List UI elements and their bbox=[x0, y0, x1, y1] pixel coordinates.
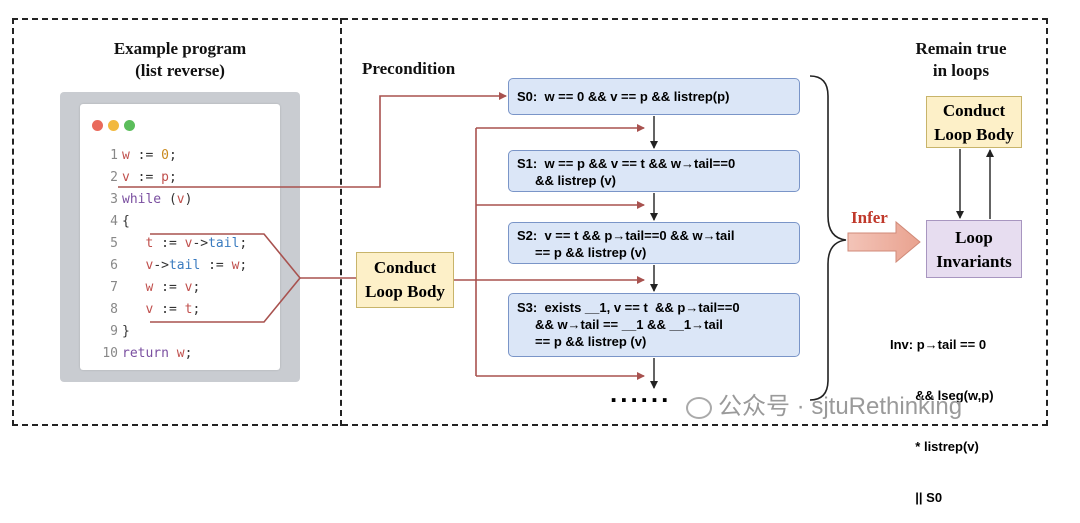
title-line-2: (list reverse) bbox=[135, 61, 225, 80]
loop-invariants-box: Loop Invariants bbox=[926, 220, 1022, 278]
line-number: 1 bbox=[110, 148, 118, 163]
state-s3-line2: && w→tail == __1 && __1→tail bbox=[517, 317, 723, 332]
example-program-title: Example program (list reverse) bbox=[70, 38, 290, 82]
code-text: v->tail := w; bbox=[145, 258, 248, 273]
infer-arrow bbox=[847, 220, 921, 264]
code-text: v := p; bbox=[122, 170, 177, 185]
state-s3-line3: == p && listrep (v) bbox=[517, 334, 647, 349]
line-number: 8 bbox=[110, 302, 118, 317]
line-number: 7 bbox=[110, 280, 118, 295]
state-box-s1: S1: w == p && v == t && w→tail==0 && lis… bbox=[508, 150, 800, 192]
watermark-text: 公众号 · sjtuRethinking bbox=[718, 393, 963, 420]
conduct-line-2: Loop Body bbox=[365, 282, 445, 301]
code-text: } bbox=[122, 324, 130, 339]
wechat-logo-icon bbox=[686, 396, 712, 419]
state-s1-line2: && listrep (v) bbox=[517, 173, 616, 188]
curly-brace bbox=[809, 75, 847, 401]
code-text: w := v; bbox=[145, 280, 201, 295]
loop-body-top-line bbox=[150, 233, 356, 279]
state-box-s2: S2: v == t && p→tail==0 && w→tail == p &… bbox=[508, 222, 800, 264]
state-s2-line1: S2: v == t && p→tail==0 && w→tail bbox=[517, 228, 735, 243]
connector-layer bbox=[118, 75, 994, 401]
code-text: v := t; bbox=[145, 302, 201, 317]
line-number: 9 bbox=[110, 324, 118, 339]
state-s0-line1: S0: w == 0 && v == p && listrep(p) bbox=[517, 89, 730, 104]
state-box-s0: S0: w == 0 && v == p && listrep(p) bbox=[508, 78, 800, 115]
minimize-dot-icon bbox=[108, 120, 119, 131]
state-s2-line2: == p && listrep (v) bbox=[517, 245, 647, 260]
state-s1-line1: S1: w == p && v == t && w→tail==0 bbox=[517, 156, 736, 171]
precondition-arrow bbox=[118, 92, 507, 188]
remain-true-title: Remain true in loops bbox=[906, 38, 1016, 82]
code-line: 7 w := v; bbox=[100, 280, 200, 295]
line-number: 6 bbox=[110, 258, 118, 273]
code-line: 4{ bbox=[100, 214, 130, 229]
code-line: 1 w := 0; bbox=[100, 148, 177, 163]
right-conduct-line-2: Loop Body bbox=[934, 125, 1014, 144]
title-line-1: Example program bbox=[113, 39, 247, 58]
code-line: 6 v->tail := w; bbox=[100, 258, 247, 273]
conduct-line-1: Conduct bbox=[373, 258, 437, 277]
loop-body-bottom-line bbox=[150, 277, 301, 323]
loop-inv-line-2: Invariants bbox=[936, 252, 1012, 271]
code-line: 3 while (v) bbox=[100, 192, 192, 207]
state-s3-line1: S3: exists __1, v == t && p→tail==0 bbox=[517, 300, 740, 315]
remain-line-2: in loops bbox=[932, 61, 990, 80]
code-line: 9} bbox=[100, 324, 130, 339]
line-number: 4 bbox=[110, 214, 118, 229]
inv-line-2: && lseg(w,p) bbox=[890, 388, 994, 403]
code-text: { bbox=[122, 214, 130, 229]
inv-line-4: || S0 bbox=[890, 490, 943, 505]
precondition-label: Precondition bbox=[362, 59, 456, 78]
code-text: w := 0; bbox=[122, 148, 177, 163]
close-dot-icon bbox=[92, 120, 103, 131]
watermark: 公众号 · sjtuRethinking bbox=[686, 386, 962, 421]
outer-dashed-frame bbox=[12, 18, 1048, 426]
code-line: 5 t := v->tail; bbox=[100, 236, 247, 251]
remain-line-1: Remain true bbox=[915, 39, 1007, 58]
line-number: 5 bbox=[110, 236, 118, 251]
code-text: while (v) bbox=[122, 192, 193, 207]
infer-label: Infer bbox=[851, 208, 888, 227]
line-number: 2 bbox=[110, 170, 118, 185]
line-number: 3 bbox=[110, 192, 118, 207]
right-conduct-line-1: Conduct bbox=[942, 101, 1006, 120]
panel-divider bbox=[340, 18, 342, 426]
code-line: 10 return w; bbox=[100, 346, 192, 361]
conduct-loop-body-box: Conduct Loop Body bbox=[356, 252, 454, 308]
inv-line-1: Inv: p→tail == 0 bbox=[890, 337, 987, 352]
state-box-s3: S3: exists __1, v == t && p→tail==0 && w… bbox=[508, 293, 800, 357]
code-text: t := v->tail; bbox=[145, 236, 248, 251]
code-line: 2 v := p; bbox=[100, 170, 177, 185]
right-conduct-loop-body-box: Conduct Loop Body bbox=[926, 96, 1022, 148]
more-states-ellipsis: ...... bbox=[610, 378, 672, 408]
loop-inv-line-1: Loop bbox=[955, 228, 993, 247]
line-number: 10 bbox=[102, 346, 118, 361]
maximize-dot-icon bbox=[124, 120, 135, 131]
code-line: 8 v := t; bbox=[100, 302, 200, 317]
code-text: return w; bbox=[122, 346, 193, 361]
